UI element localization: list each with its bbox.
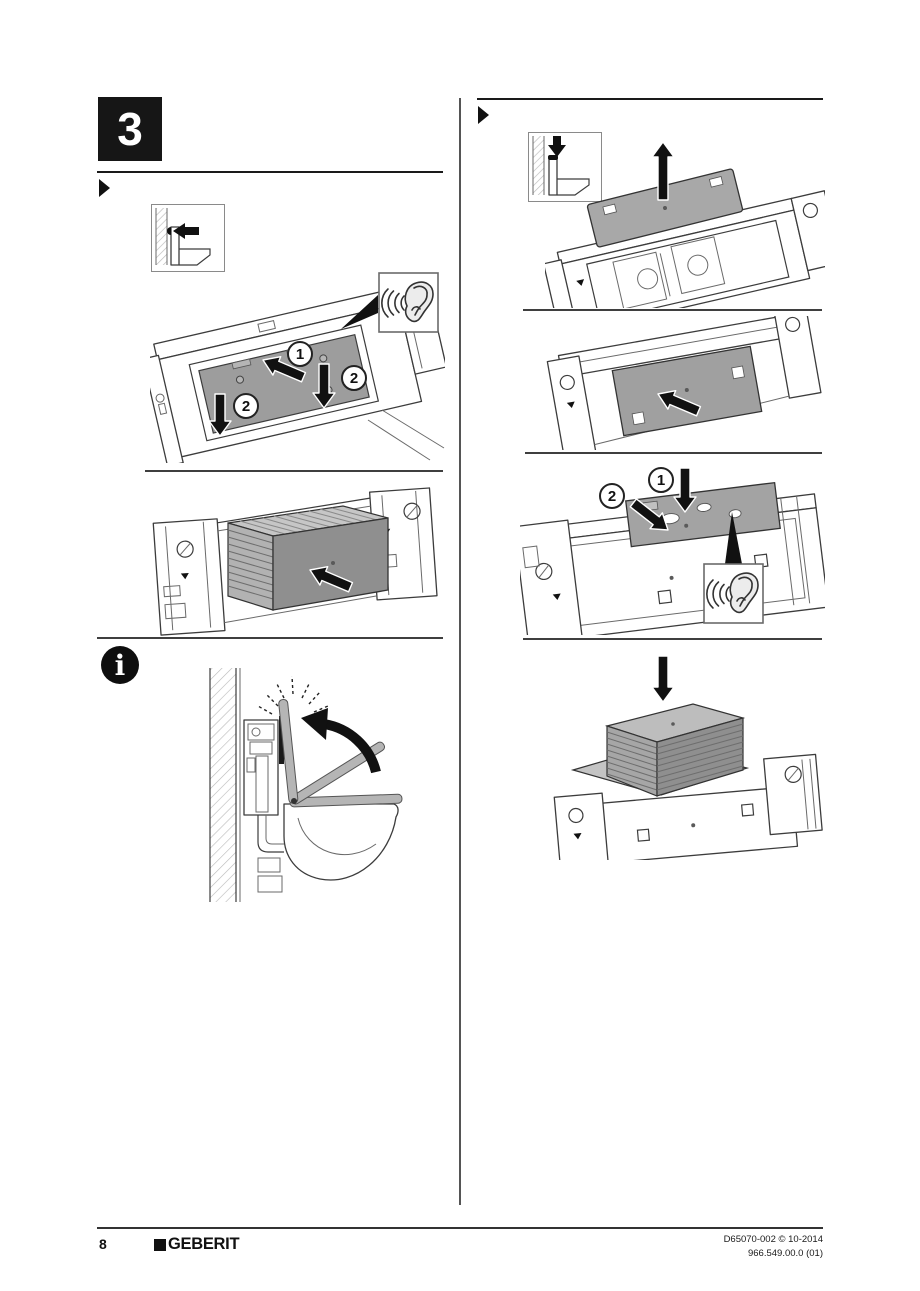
page-number: 8 [99, 1236, 107, 1252]
callout-2: 2 [233, 393, 259, 419]
document-references: D65070-002 © 10-2014 966.549.00.0 (01) [724, 1233, 823, 1261]
callout-2: 2 [599, 483, 625, 509]
figure-toilet-lid-rotation [209, 668, 403, 902]
doc-ref-line1: D65070-002 © 10-2014 [723, 1234, 823, 1245]
figure-divider [97, 637, 443, 639]
arrow-down [208, 393, 232, 437]
arrow-down [673, 467, 697, 513]
protection-box-ribs [606, 731, 658, 791]
figure-divider [525, 452, 822, 454]
brand-logo: GEBERIT [154, 1235, 240, 1254]
figure-divider [523, 309, 822, 311]
column-divider [459, 98, 461, 1205]
click-rays [257, 675, 329, 715]
ear-icon [378, 272, 439, 333]
rotate-arrow-head [301, 708, 328, 740]
svg-text:2: 2 [350, 370, 358, 387]
svg-text:1: 1 [296, 346, 304, 363]
protection-box-ribs [239, 507, 378, 535]
info-icon: i [101, 646, 139, 684]
protection-box-ribs [656, 723, 744, 791]
press-down-onto-frame-icon [528, 132, 602, 202]
figure-divider [145, 470, 443, 472]
service-panel [611, 345, 763, 437]
brand-square-icon [154, 1238, 166, 1251]
triangle-right-icon [478, 106, 489, 124]
brand-name: GEBERIT [168, 1235, 240, 1253]
triangle-right-icon [99, 179, 110, 197]
svg-text:2: 2 [608, 488, 616, 505]
figure-lift-cover [545, 141, 825, 308]
arrow-down [651, 655, 675, 703]
callout-1: 1 [648, 467, 674, 493]
ear-icon [703, 563, 764, 624]
rotate-arrow [323, 719, 381, 774]
callout-wedge [725, 512, 742, 564]
arrow-up-left [262, 355, 307, 383]
svg-text:1: 1 [657, 472, 665, 489]
figure-press-panel-listen: 1 2 2 [150, 272, 445, 463]
step-number-badge: 3 [98, 97, 162, 161]
figure-insert-panel [546, 316, 822, 450]
figure-insert-protection-box [152, 487, 438, 636]
right-column-rule [477, 98, 823, 100]
figure-place-protection-box [553, 655, 823, 860]
arrow-down-right [629, 498, 669, 531]
figure-divider [523, 638, 822, 640]
arrow-up-left [309, 565, 354, 593]
callout-2: 2 [341, 365, 367, 391]
figure-close-cover-listen: 1 2 [520, 467, 825, 635]
callout-1: 1 [287, 341, 313, 367]
doc-ref-line2: 966.549.00.0 (01) [747, 1247, 823, 1259]
callout-wedge [341, 295, 378, 329]
arrow-up-left [657, 389, 702, 417]
arrow-down [312, 363, 336, 409]
toilet-lid-positions [278, 699, 403, 808]
svg-text:2: 2 [242, 398, 250, 415]
cover-lid [625, 481, 781, 548]
left-column-rule [97, 171, 443, 173]
protection-box-ribs [227, 529, 274, 600]
footer-rule [97, 1227, 823, 1229]
push-flush-to-wall-icon [151, 204, 225, 272]
arrow-up [651, 141, 675, 201]
